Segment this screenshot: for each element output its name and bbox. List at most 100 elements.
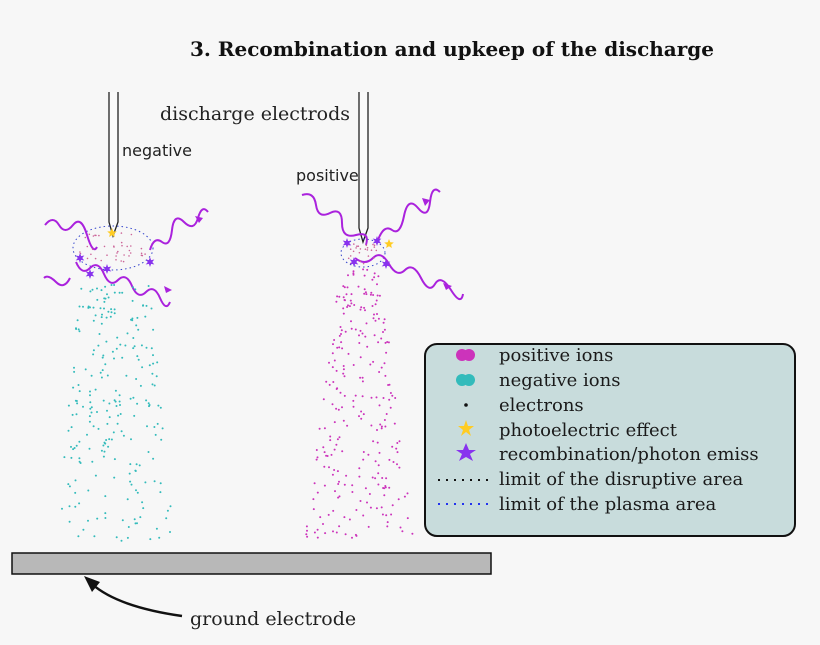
- positive-ion-particle: [324, 532, 327, 535]
- negative-ion-particle: [129, 463, 132, 466]
- positive-ion-particle: [373, 272, 376, 275]
- positive-ion-particle: [336, 295, 339, 298]
- electron-particle: [140, 247, 143, 250]
- negative-ion-particle: [126, 332, 129, 335]
- positive-ion-particle: [364, 487, 367, 490]
- recombination-star: [381, 259, 391, 269]
- negative-ion-particle: [110, 438, 113, 441]
- positive-ion-particle: [329, 439, 332, 442]
- negative-ion-particle: [74, 505, 77, 508]
- positive-ion-particle: [315, 449, 318, 451]
- negative-ion-particle: [142, 507, 145, 510]
- recombination-stars: [75, 228, 394, 279]
- negative-ion-particle: [133, 414, 136, 417]
- negative-electrode-label: negative: [122, 141, 192, 160]
- electron-particle: [349, 255, 352, 257]
- positive-ion-particle: [362, 451, 365, 453]
- positive-ion-particle: [340, 329, 343, 332]
- electron-particle: [120, 241, 123, 244]
- negative-ion-particle: [122, 434, 125, 437]
- negative-ion-particle: [127, 526, 130, 528]
- positive-ion-particle: [338, 480, 340, 483]
- positive-ion-particle: [350, 302, 353, 305]
- positive-ion-particle: [344, 299, 346, 302]
- negative-ion-particle: [75, 328, 78, 330]
- positive-ion-particle: [323, 465, 326, 468]
- positive-ion-particle: [355, 509, 358, 511]
- positive-ion-particle: [332, 530, 334, 533]
- negative-ion-particle: [77, 384, 80, 386]
- negative-ion-particle: [78, 305, 81, 308]
- negative-ion-particle: [101, 369, 104, 372]
- negative-ion-particle: [119, 413, 122, 415]
- positive-ion-particle: [396, 463, 398, 466]
- positive-ion-particle: [395, 447, 398, 450]
- negative-ion-particle: [96, 287, 98, 290]
- negative-ion-particle: [152, 457, 155, 460]
- negative-ion-particle: [89, 290, 92, 293]
- negative-ion-particle: [67, 404, 70, 407]
- positive-ion-particle: [377, 483, 380, 486]
- electron-particle: [120, 232, 123, 234]
- positive-ion-particle: [316, 491, 319, 494]
- positive-ion-particle: [331, 366, 334, 369]
- negative-ion-particle: [120, 539, 123, 542]
- negative-ion-particle: [98, 333, 101, 335]
- negative-ion-particle: [156, 422, 159, 425]
- positive-ion-particle: [354, 328, 357, 331]
- pink-double-dot-icon: [456, 349, 475, 361]
- negative-ion-particle: [135, 463, 138, 466]
- negative-ion-particle: [71, 413, 74, 416]
- positive-ion-particle: [362, 268, 365, 271]
- positive-ion-particle: [391, 394, 394, 397]
- negative-ion-particle: [75, 400, 78, 402]
- positive-ion-particle: [383, 362, 386, 365]
- positive-ion-particle: [386, 525, 389, 528]
- negative-ion-particle: [132, 286, 134, 289]
- positive-ion-cloud: [305, 268, 414, 539]
- positive-ion-particle: [394, 397, 397, 399]
- negative-ion-particle: [104, 495, 107, 498]
- negative-ion-particle: [75, 413, 78, 416]
- negative-ion-particle: [169, 531, 171, 533]
- legend-label: positive ions: [499, 345, 613, 366]
- positive-ion-particle: [371, 305, 374, 307]
- positive-ion-particle: [332, 509, 335, 512]
- negative-ion-particle: [74, 479, 77, 482]
- negative-ion-particle: [145, 304, 148, 307]
- positive-ion-particle: [350, 320, 352, 323]
- negative-ion-particle: [88, 415, 91, 418]
- electron-particle: [95, 234, 97, 237]
- negative-ion-particle: [130, 438, 132, 441]
- negative-ion-particle: [136, 491, 139, 494]
- negative-ion-particle: [139, 384, 142, 387]
- positive-ion-particle: [385, 351, 388, 354]
- legend-label: negative ions: [499, 370, 620, 391]
- negative-ion-particle: [104, 512, 107, 515]
- electron-particle: [375, 249, 378, 252]
- positive-ion-particle: [381, 477, 384, 479]
- positive-ion-particle: [358, 342, 361, 344]
- positive-ion-particle: [378, 404, 381, 407]
- electron-particle: [94, 257, 97, 260]
- negative-ion-particle: [68, 485, 71, 488]
- negative-ion-particle: [70, 445, 72, 448]
- negative-ion-particle: [152, 362, 155, 365]
- negative-ion-particle: [102, 455, 105, 458]
- negative-ion-particle: [125, 374, 128, 377]
- positive-ion-particle: [369, 363, 372, 366]
- electron-particle: [359, 248, 362, 250]
- positive-ion-particle: [398, 440, 401, 443]
- recombination-star: [349, 257, 359, 267]
- positive-ion-particle: [406, 492, 409, 495]
- black-dot-icon: [464, 403, 468, 407]
- negative-ion-particle: [130, 483, 133, 486]
- negative-ion-particle: [136, 355, 139, 358]
- positive-ion-particle: [399, 526, 402, 529]
- negative-ion-particle: [78, 502, 81, 505]
- purple-star-icon: [456, 443, 476, 461]
- electron-particle: [370, 249, 373, 251]
- electron-particle: [140, 254, 143, 257]
- negative-ion-particle: [116, 422, 119, 425]
- negative-ion-particle: [100, 316, 103, 319]
